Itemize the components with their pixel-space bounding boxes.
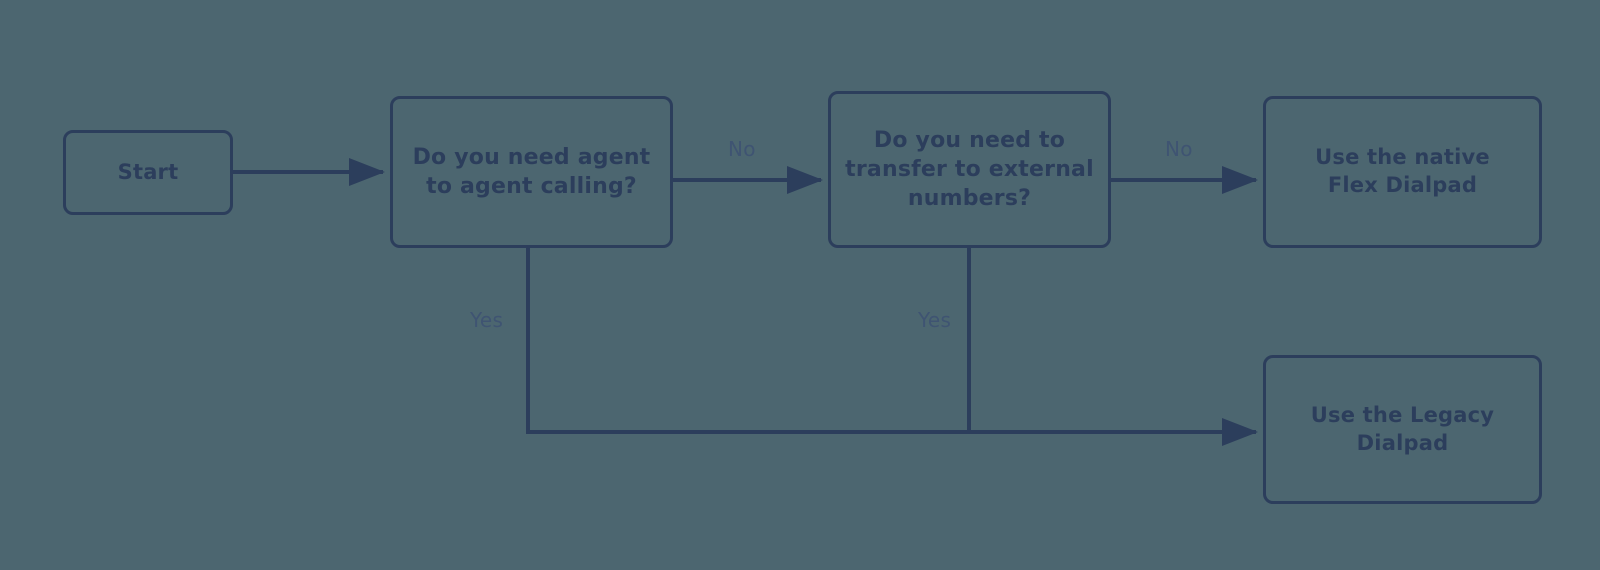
- node-start[interactable]: Start: [63, 130, 233, 215]
- node-decision-transfer-external-numbers[interactable]: Do you need to transfer to external numb…: [828, 91, 1111, 248]
- node-result-native-flex-dialpad[interactable]: Use the native Flex Dialpad: [1263, 96, 1542, 248]
- node-decision-agent-to-agent-calling[interactable]: Do you need agent to agent calling?: [390, 96, 673, 248]
- edge-label-decision2-no: No: [1165, 137, 1193, 161]
- node-result-legacy-dialpad[interactable]: Use the Legacy Dialpad: [1263, 355, 1542, 504]
- edge-label-decision1-yes: Yes: [470, 308, 504, 332]
- edge-label-decision1-no: No: [728, 137, 756, 161]
- connector-decision1-yes-to-legacy: [526, 248, 1258, 446]
- edge-label-decision2-yes: Yes: [918, 308, 952, 332]
